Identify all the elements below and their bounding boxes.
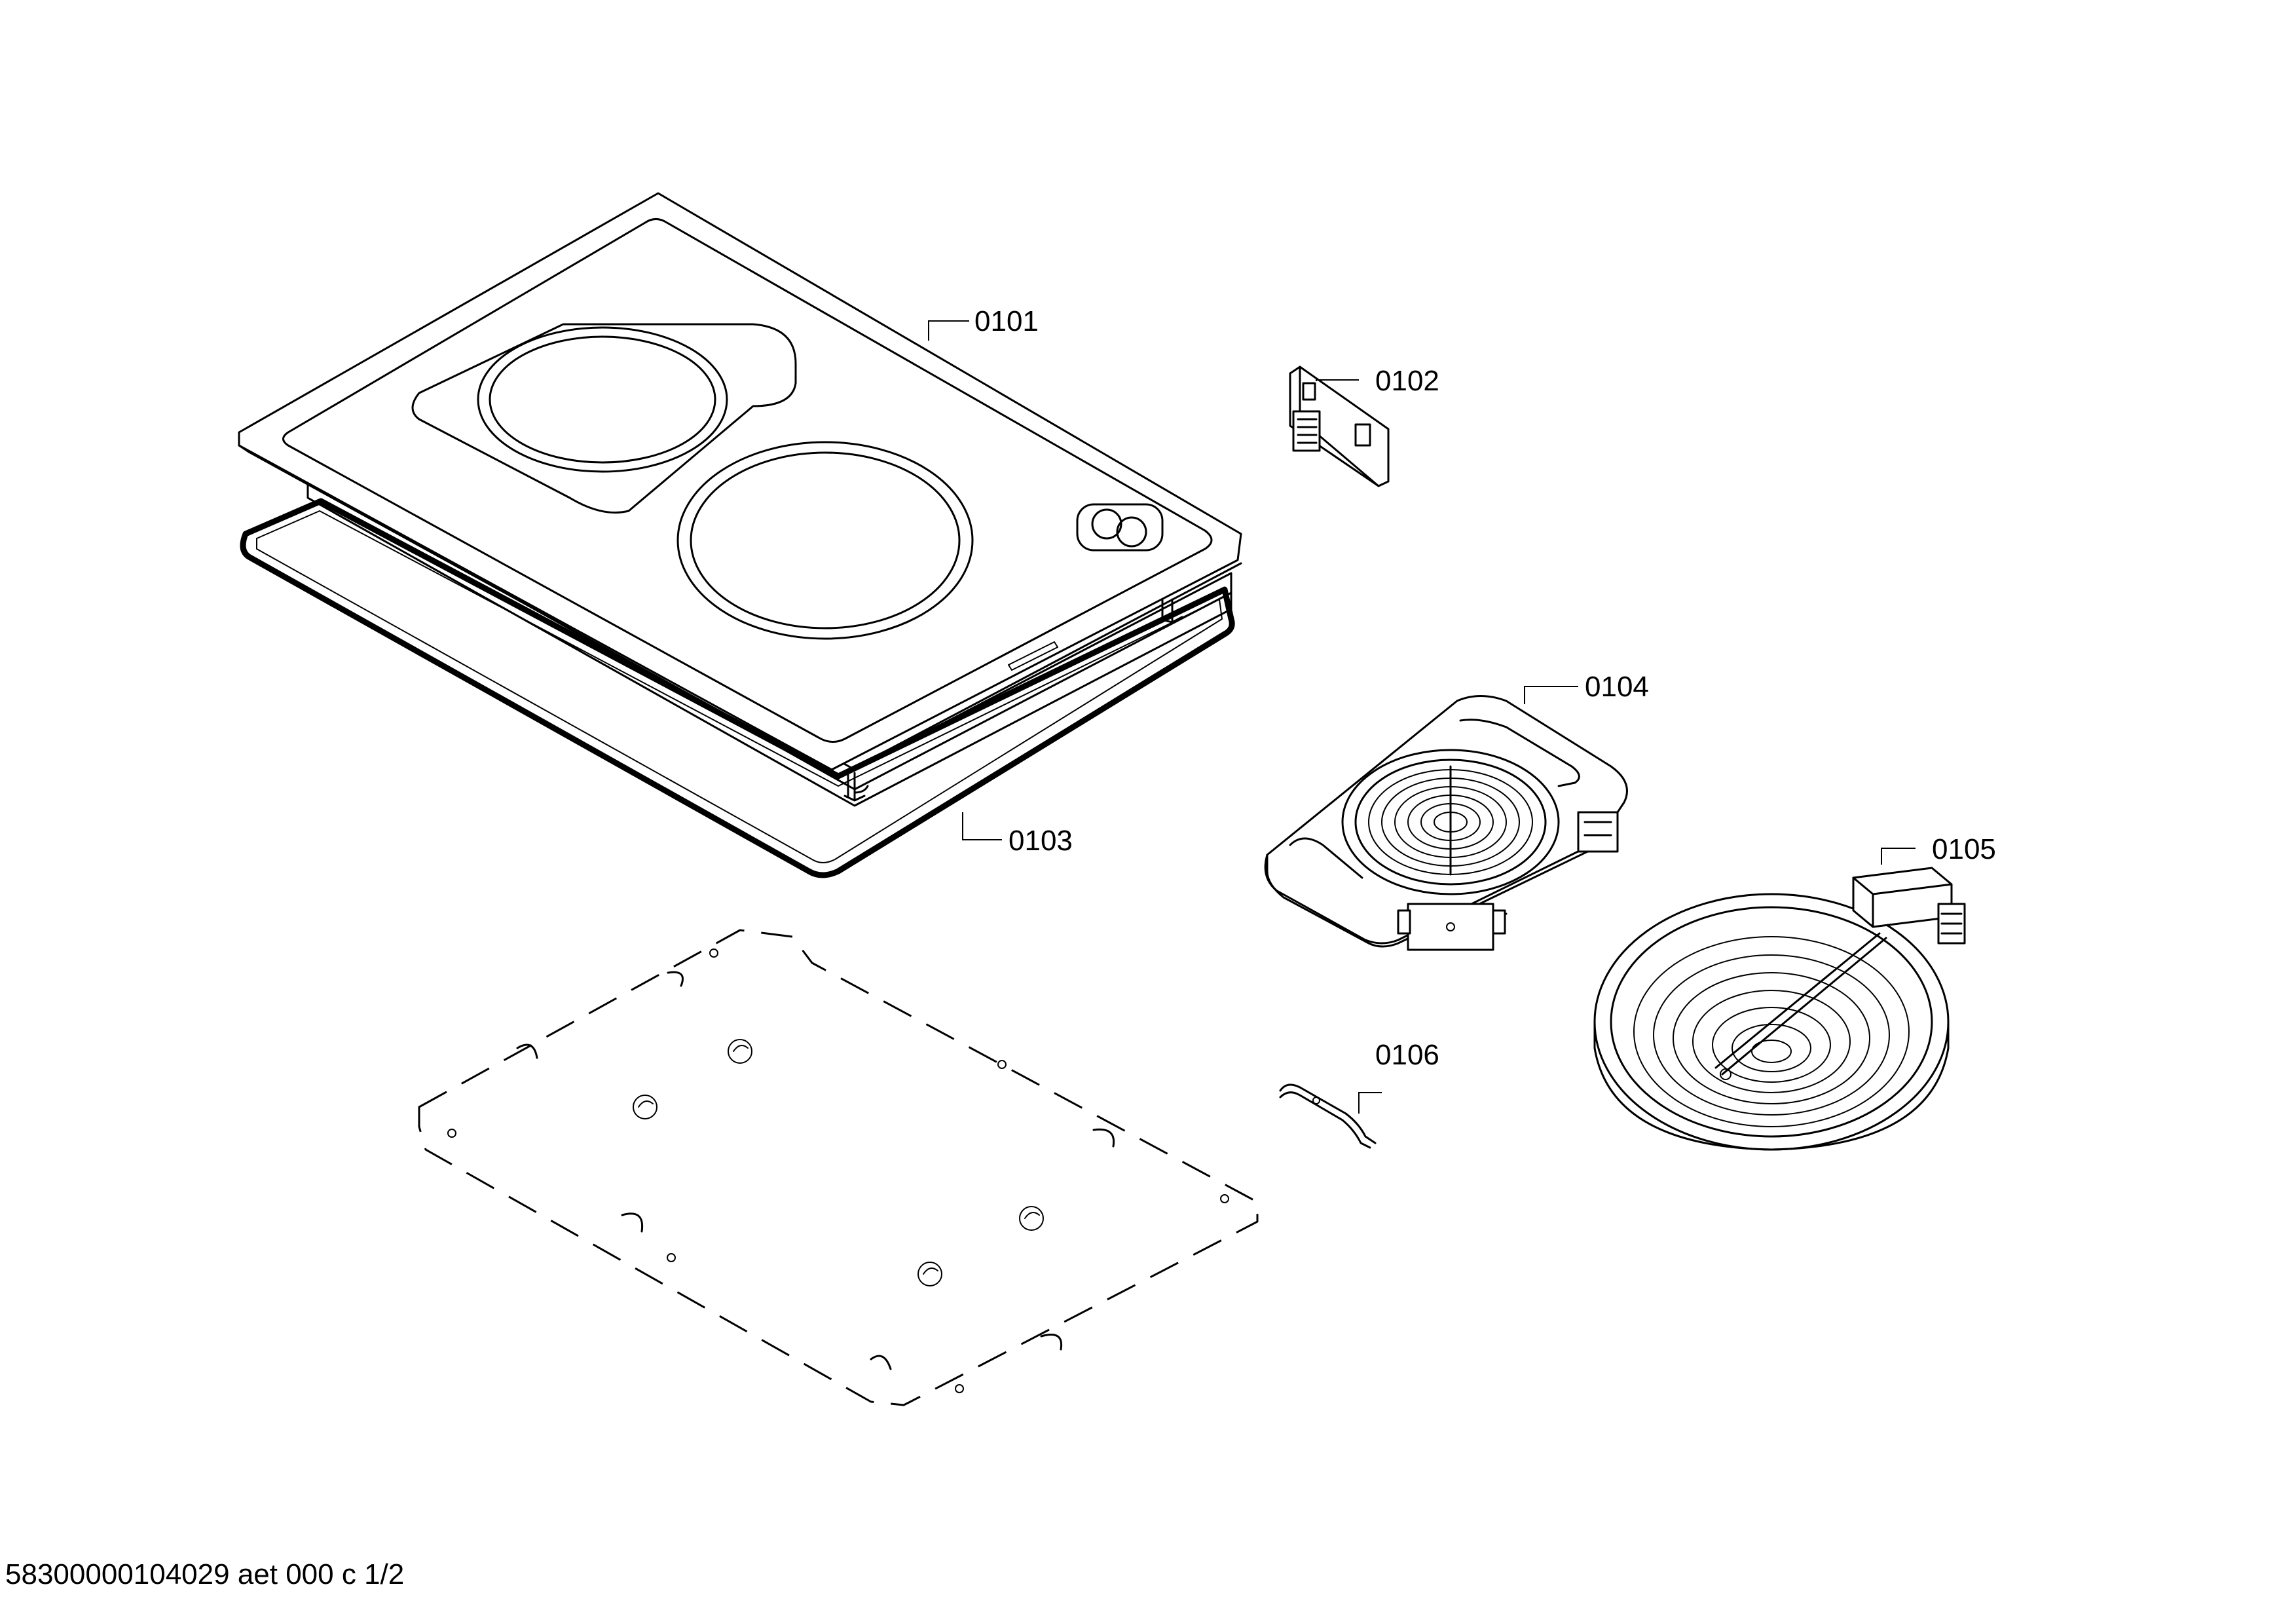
part-label-0101: 0101 xyxy=(974,305,1039,337)
installation-template-outline xyxy=(418,929,1259,1406)
template-mounting-point xyxy=(633,1095,657,1119)
retaining-clip xyxy=(1279,1083,1377,1149)
part-label-0103: 0103 xyxy=(1009,825,1073,857)
dual-radiant-heater xyxy=(1264,695,1628,951)
round-radiant-heater xyxy=(1593,867,1966,1151)
template-mounting-point xyxy=(917,1262,942,1286)
part-label-0104: 0104 xyxy=(1585,671,1649,703)
document-code: 58300000104029 aet 000 c 1/2 xyxy=(5,1558,404,1590)
hob-seal-gasket xyxy=(240,498,1235,878)
template-mounting-point xyxy=(1019,1206,1044,1231)
hob-top-panel xyxy=(238,192,1242,807)
part-label-0105: 0105 xyxy=(1932,833,1996,865)
part-label-0102: 0102 xyxy=(1375,365,1439,397)
template-mounting-point xyxy=(728,1039,752,1064)
control-circuit-board xyxy=(1289,366,1390,487)
leader-lines xyxy=(928,320,1916,1114)
part-label-0106: 0106 xyxy=(1375,1039,1439,1071)
